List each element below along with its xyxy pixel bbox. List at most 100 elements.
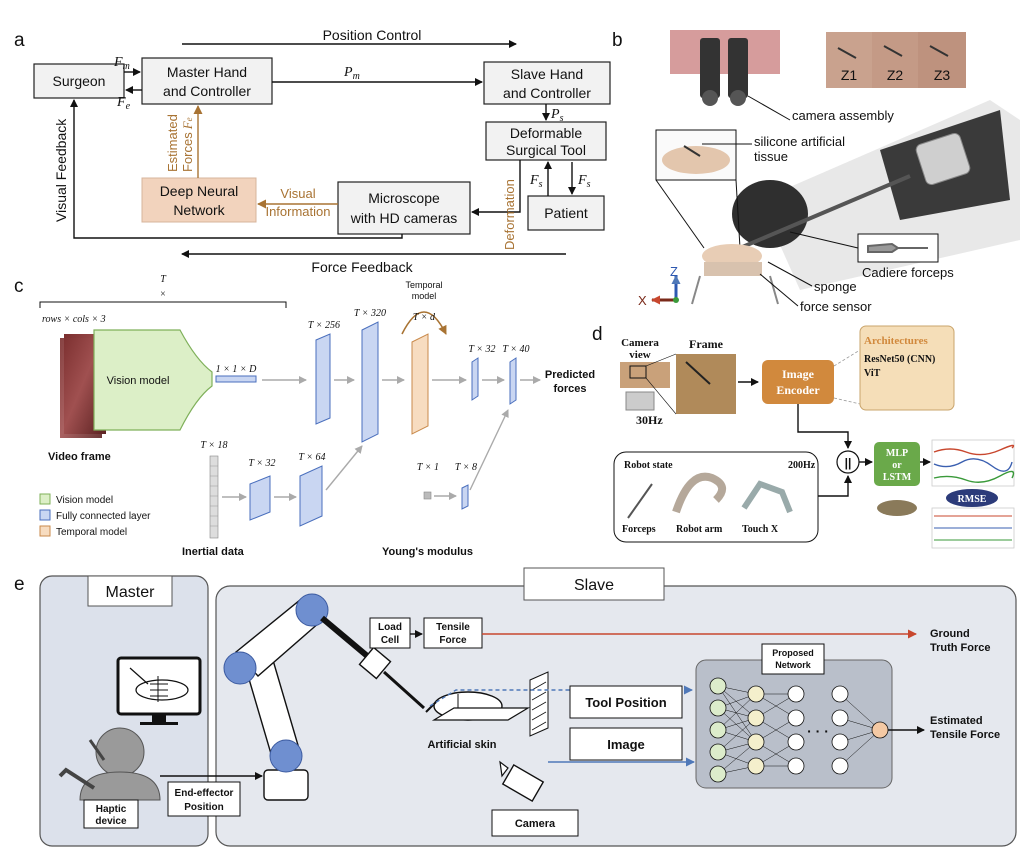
temporal-model-label-2: model [412, 291, 437, 301]
ps-symbol: Ps [550, 107, 564, 124]
rmse-badge [946, 489, 998, 507]
dnn-label-2: Network [173, 202, 225, 218]
inset-line-left [655, 179, 705, 249]
legend-vision-label: Vision model [56, 495, 113, 506]
architectures-connector-2 [833, 397, 861, 405]
microscope-label-2: with HD cameras [350, 210, 458, 226]
plot-series-red [933, 444, 1015, 456]
mlp-lstm-box [874, 442, 920, 486]
haptic-stylus [58, 767, 96, 790]
robot-base [263, 769, 309, 801]
slave-label-2: and Controller [503, 85, 591, 101]
image-box [569, 727, 683, 761]
camera-left-lens [702, 90, 718, 106]
robot-sensor-module [915, 132, 971, 186]
c-arrow-64-to-320 [325, 445, 363, 491]
surgeon-label: Surgeon [53, 73, 106, 89]
mlp-label-3: LSTM [883, 472, 912, 483]
image-label: Image [607, 737, 645, 752]
hz30-label: 30Hz [636, 413, 663, 427]
end-effector-label-2: Position [184, 802, 223, 813]
image-encoder-label-2: Encoder [776, 383, 820, 397]
position-control-label: Position Control [323, 27, 422, 43]
haptic-label-2: device [95, 816, 127, 827]
camera-sensor [625, 391, 655, 411]
concat-symbol: || [845, 456, 852, 470]
network-hidden-nodes-1 [747, 685, 765, 775]
master-box [141, 57, 273, 105]
z2-tool [883, 45, 903, 57]
fe-symbol: Fe [116, 95, 131, 112]
architectures-connector-1 [833, 349, 861, 367]
fc-layer-8 [461, 484, 469, 510]
fc-layer-64 [299, 465, 323, 527]
legend-temporal-label: Temporal model [56, 527, 127, 538]
panel-letter-d: d [592, 324, 603, 345]
c-time-bracket [39, 301, 287, 308]
slave-box [483, 61, 611, 105]
prediction-plot [931, 439, 1015, 487]
network-hidden-nodes-2 [787, 685, 805, 775]
deformation-arrow [471, 160, 521, 216]
ground-truth-label-2: Truth Force [930, 642, 991, 654]
t40-label: T × 40 [502, 344, 529, 355]
monitor-tissue-outline [135, 679, 189, 701]
camera-right [728, 38, 748, 98]
fc-layer-256 [315, 333, 331, 425]
master-label-2: and Controller [163, 83, 251, 99]
visual-information-label-2: Information [265, 204, 330, 219]
operator-head [95, 727, 145, 777]
sponge-pointer [767, 261, 813, 287]
camera-view-label-1: Camera [621, 337, 659, 349]
patient-box [527, 195, 605, 231]
camera-view-label-2: view [629, 349, 650, 361]
architectures-title: Architectures [864, 335, 928, 347]
panel-letter-e: e [14, 574, 25, 595]
t8-label: T × 8 [455, 462, 477, 473]
camera-screen-hatch [531, 681, 547, 731]
monitor [116, 656, 202, 716]
load-cell-label-2: Cell [381, 635, 400, 646]
fm-symbol: Fm [113, 55, 130, 72]
inertial-data-column [209, 455, 219, 539]
panel-letter-b: b [612, 30, 623, 51]
proposed-network-title-box [761, 643, 825, 675]
haptic-device-box [83, 799, 139, 829]
force-sensor-label: force sensor [800, 299, 872, 314]
temporal-model-block [411, 333, 429, 435]
z1-label: Z1 [841, 67, 858, 83]
tensile-force-label-1: Tensile [436, 622, 470, 633]
inertial-data-label: Inertial data [182, 546, 245, 558]
plot-series-green [933, 470, 1015, 483]
t320-label: T × 320 [354, 308, 386, 319]
tensile-force-label-2: Force [439, 635, 467, 646]
z3-tool [929, 45, 949, 57]
load-cell-label-1: Load [378, 622, 402, 633]
monitor-tool [129, 667, 149, 685]
operator-body [79, 771, 161, 801]
visual-feedback-arrow [70, 99, 403, 239]
camera-screen [529, 671, 549, 737]
robot-shaft [739, 174, 911, 250]
camera-assembly-pointer [747, 95, 791, 121]
cadiere-label: Cadiere forceps [862, 265, 954, 280]
tool-position-box [569, 685, 683, 719]
tissue-inset-tool [683, 145, 701, 157]
tissue-inset-image [662, 146, 730, 174]
forceps-drawing [627, 483, 653, 519]
frame-tool [685, 361, 711, 385]
silicone-label-1: silicone artificial [754, 134, 845, 149]
camera-body [501, 764, 545, 802]
c-arrow-8-to-40 [469, 409, 509, 491]
end-effector-label-1: End-effector [175, 788, 234, 799]
monitor-stand [152, 714, 166, 722]
force-sensor-puck [877, 500, 917, 516]
camera-label-box [491, 809, 579, 837]
stand-leg-2 [769, 275, 779, 305]
camera-left [700, 38, 720, 98]
hz200-label: 200Hz [788, 460, 816, 471]
tool-box [485, 121, 607, 161]
camera-assembly-label: camera assembly [792, 108, 894, 123]
robot-arm-label: Robot arm [676, 524, 723, 535]
c-times: × [160, 289, 166, 300]
